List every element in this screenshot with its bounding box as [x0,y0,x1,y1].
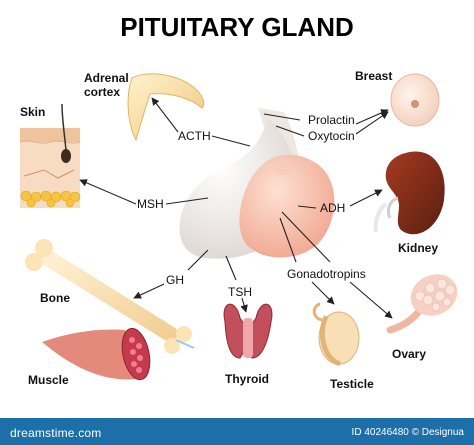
adh-arrow [349,189,383,207]
oxytocin-arrow [355,111,389,135]
hormone-label-adh: ADH [320,201,345,215]
hormone-label-acth: ACTH [178,129,211,143]
gh-line [187,249,209,271]
footer-bar: dreamstime.com ID 40246480 © Designua [0,418,474,445]
bone-illustration [25,239,195,354]
thyroid-illustration [223,303,273,359]
adh-line [297,205,317,209]
tsh-arrow [240,297,248,313]
adrenal-cortex-illustration [127,73,205,142]
organ-label-breast: Breast [355,69,392,83]
organ-label-kidney: Kidney [398,241,438,255]
hormone-label-oxytocin: Oxytocin [308,129,355,143]
footer-image-id: ID 40246480 © Designua [351,427,464,438]
gonadotropins-ovary-arrow [349,281,393,319]
organ-label-ovary: Ovary [392,347,426,361]
organ-label-testicle: Testicle [330,377,374,391]
msh-line [165,197,209,205]
organ-label-skin: Skin [20,105,45,119]
gonadotropins-line-1 [279,217,297,263]
organ-label-thyroid: Thyroid [225,372,269,386]
breast-illustration [390,73,440,127]
kidney-illustration [373,151,445,235]
diagram-title: PITUITARY GLAND [120,12,354,42]
msh-arrow [79,179,137,205]
organ-label-adrenal-cortex-line2: cortex [84,85,120,99]
ovary-illustration [386,274,458,334]
acth-arrow [151,97,179,133]
testicle-illustration [312,302,360,367]
muscle-illustration [42,327,151,381]
oxytocin-line [275,125,305,137]
gonadotropins-line-2 [281,211,331,263]
tsh-line [225,255,237,281]
skin-cross-section-illustration [19,103,81,208]
hormone-label-gh: GH [166,273,184,287]
prolactin-line [263,113,301,121]
gh-arrow [133,283,165,299]
arrows [79,97,393,319]
gonadotropins-testicle-arrow [311,281,335,305]
footer-site-name[interactable]: dreamstime.com [10,426,102,440]
organ-label-adrenal-cortex-line1: Adrenal [84,71,129,85]
hormone-label-gonadotropins: Gonadotropins [287,267,366,281]
hormone-label-prolactin: Prolactin [308,113,355,127]
organ-label-bone: Bone [40,291,70,305]
pituitary-gland [179,108,335,259]
hormone-label-tsh: TSH [228,285,252,299]
pituitary-diagram: PITUITARY GLAND [19,12,458,391]
pituitary-posterior-lobe [239,154,335,258]
acth-line [211,135,251,147]
hormone-label-msh: MSH [137,197,164,211]
prolactin-arrow [355,109,389,125]
organ-label-muscle: Muscle [28,373,69,387]
